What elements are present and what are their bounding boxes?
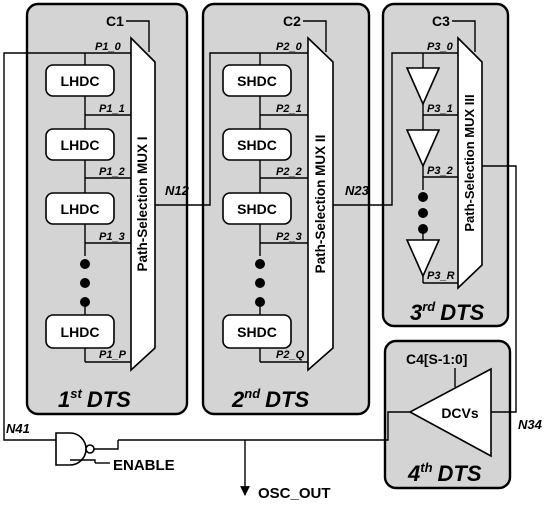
ellipsis-dot: [255, 278, 265, 288]
dts4-title-sup: th: [420, 460, 432, 475]
shdc-cell-label: SHDC: [237, 73, 277, 89]
dts1-control-wire: [126, 20, 150, 52]
dts3-control-wire: [452, 20, 476, 52]
dts3-title-suffix: DTS: [440, 300, 484, 325]
osc-out-label: OSC_OUT: [258, 485, 331, 502]
dts4-title-num: 4: [407, 461, 420, 486]
shdc-cell-label: SHDC: [237, 324, 277, 340]
dts2-port-label: P2_1: [276, 103, 302, 115]
shdc-cell: [222, 64, 292, 97]
shdc-cell: [222, 314, 292, 349]
net-n12-wire: [155, 52, 260, 206]
dts3-mux: [457, 36, 483, 290]
dts1-port-label: P1_0: [95, 41, 122, 53]
dts2-title-num: 2: [231, 387, 245, 412]
dts2-title-sup: nd: [244, 386, 261, 401]
nand-bubble-icon: [85, 444, 95, 454]
dts4-block: C4[S-1:0] DCVs 4th DTS: [383, 339, 512, 490]
dts2-control-wire: [303, 20, 327, 52]
dts1-title: 1st DTS: [58, 386, 131, 412]
dts3-port-label: P3_0: [427, 41, 454, 53]
dts3-title-num: 3: [410, 300, 422, 325]
dts3-control-label: C3: [432, 13, 450, 29]
lhdc-cell-label: LHDC: [61, 137, 100, 153]
lhdc-cell: [45, 64, 115, 97]
ellipsis-dot: [80, 259, 90, 269]
buffer-icon: [405, 239, 441, 278]
ellipsis-dot: [418, 224, 428, 234]
lhdc-cell-label: LHDC: [61, 201, 100, 217]
buffer-icon: [405, 129, 441, 168]
lhdc-cell-label: LHDC: [61, 73, 100, 89]
dts2-mux: [307, 36, 334, 372]
shdc-cell: [222, 192, 292, 225]
dts2-port-label: P2_0: [276, 41, 303, 53]
dts1-mux: [130, 36, 156, 372]
dts2-port-label: P2_Q: [276, 349, 305, 361]
dts1-port-label: P1_3: [99, 231, 125, 243]
dcvs-label: DCVs: [441, 405, 479, 421]
ellipsis-dot: [418, 192, 428, 202]
dts1-title-num: 1: [58, 387, 70, 412]
dts1-title-suffix: DTS: [87, 387, 131, 412]
dts2-mux-label: Path-Selection MUX II: [313, 135, 328, 274]
lhdc-cell-label: LHDC: [61, 324, 100, 340]
dts3-wire: [423, 114, 458, 284]
buffer-icon: [405, 67, 441, 106]
dts3-port-label: P3_R: [427, 270, 455, 282]
dts3-block: C3 Path-Selection MUX III P3_0 P3_1 P3_2…: [381, 2, 510, 328]
shdc-cell-label: SHDC: [237, 201, 277, 217]
dts2-title-suffix: DTS: [265, 387, 309, 412]
net-dcv-out-wire: [118, 411, 410, 441]
dts4-title-suffix: DTS: [438, 461, 482, 486]
dts2-block: C2 Path-Selection MUX II P2_0 P2_1 P2_2 …: [201, 2, 371, 416]
dts1-control-label: C1: [106, 13, 124, 29]
net-n34-wire: [482, 165, 517, 413]
dts1-block: C1 Path-Selection MUX I P1_0 P1_1 P1_2 P…: [25, 2, 189, 416]
dts2-control-label: C2: [283, 13, 301, 29]
dts3-title-sup: rd: [422, 299, 436, 314]
dts1-title-sup: st: [70, 386, 82, 401]
enable-label: ENABLE: [113, 457, 175, 474]
ellipsis-dot: [80, 278, 90, 288]
ellipsis-dot: [255, 259, 265, 269]
lhdc-cell: [45, 314, 115, 349]
dts4-title: 4th DTS: [407, 460, 482, 486]
dts2-title: 2nd DTS: [231, 386, 309, 412]
dts1-port-label: P1_1: [99, 103, 125, 115]
dts1-mux-label: Path-Selection MUX I: [135, 136, 150, 271]
ellipsis-dot: [255, 297, 265, 307]
net-n41-label: N41: [6, 421, 30, 436]
ellipsis-dot: [418, 208, 428, 218]
dts3-mux-label: Path-Selection MUX III: [462, 94, 477, 231]
net-n41-wire: [3, 52, 85, 441]
ellipsis-dot: [80, 297, 90, 307]
enable-stub: [70, 459, 96, 463]
dts3-port-label: P3_2: [427, 165, 453, 177]
dts3-title: 3rd DTS: [410, 299, 485, 325]
dts1-port-label: P1_2: [99, 166, 125, 178]
lhdc-cell: [45, 128, 115, 161]
dts4-control-label: C4[S-1:0]: [406, 351, 467, 367]
shdc-cell-label: SHDC: [237, 137, 277, 153]
dts1-wire: [85, 114, 131, 363]
net-n23-label: N23: [345, 183, 370, 198]
lhdc-cell: [45, 192, 115, 225]
shdc-cell: [222, 128, 292, 161]
net-n34-label: N34: [518, 417, 543, 432]
dts2-port-label: P2_3: [276, 231, 302, 243]
nand-output-wire: [94, 440, 119, 450]
dts3-port-label: P3_1: [427, 103, 453, 115]
net-n12-label: N12: [165, 183, 190, 198]
net-n23-wire: [333, 52, 423, 206]
dts2-wire: [260, 114, 308, 363]
dts1-port-label: P1_P: [99, 349, 127, 361]
dts2-port-label: P2_2: [276, 166, 302, 178]
